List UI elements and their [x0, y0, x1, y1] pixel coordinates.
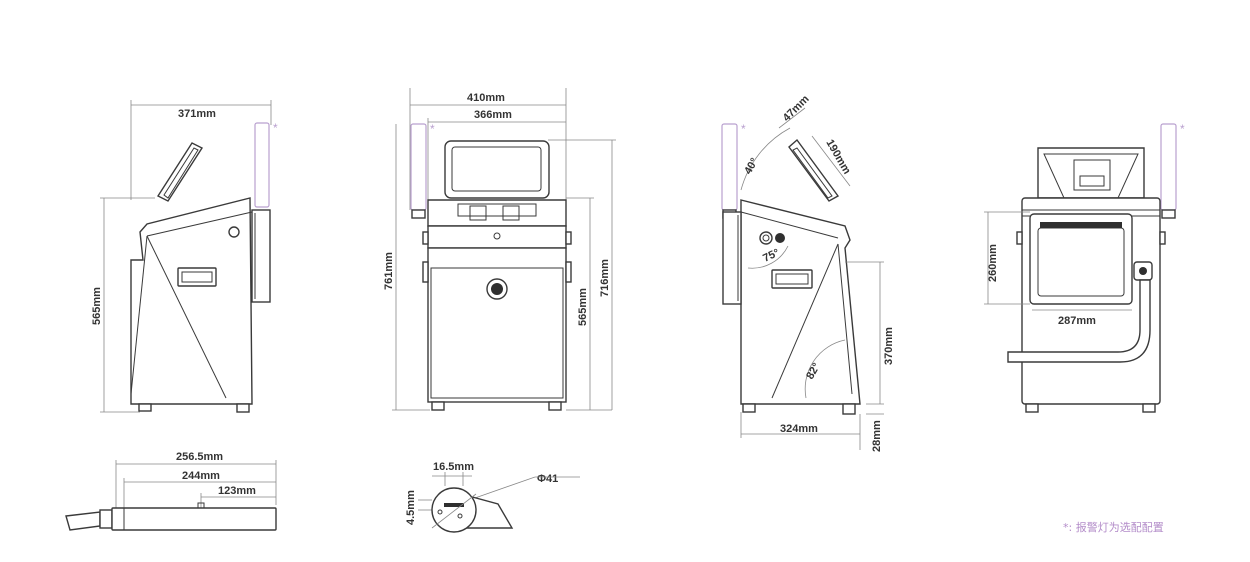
front-view: 410mm 366mm 761mm 565mm 716mm *: [383, 88, 616, 411]
panel-width-label: 287mm: [1058, 315, 1096, 327]
side-body: [130, 197, 253, 405]
printhead-total-length-label: 256.5mm: [176, 451, 223, 463]
side-height-label: 565mm: [91, 287, 103, 325]
angle-40-label: 40°: [742, 156, 761, 176]
front-overall-width-label: 410mm: [467, 92, 505, 104]
printhead-cable: [65, 511, 101, 531]
front-total-height-label: 761mm: [383, 252, 395, 290]
front-body-height-label: 565mm: [577, 288, 589, 326]
screen-depth-label: 47mm: [781, 93, 812, 124]
printhead-body-length-label: 244mm: [182, 470, 220, 482]
front-cabinet-width-label: 366mm: [474, 109, 512, 121]
alarm-lamp: [1160, 123, 1177, 211]
depth-label: 324mm: [780, 423, 818, 435]
side-knob: [228, 226, 240, 238]
rear-panel: [1029, 213, 1133, 305]
right-rear-panel: [722, 211, 742, 305]
rear-cable: [1007, 279, 1151, 363]
front-cabinet: [427, 247, 567, 403]
front-screen: [444, 140, 550, 199]
side-view: 371mm 565mm *: [91, 100, 278, 413]
side-handle: [177, 267, 217, 287]
front-716-label: 716mm: [599, 259, 611, 297]
panel-height-label: 260mm: [987, 244, 999, 282]
alarm-lamp: [721, 123, 738, 211]
nozzle-diameter-label: Φ41: [537, 473, 558, 485]
right-screen: [788, 138, 840, 202]
nozzle-face: [431, 487, 477, 533]
printhead-nozzle-length-label: 123mm: [218, 485, 256, 497]
rear-view: * 260mm 287mm: [984, 122, 1185, 413]
alarm-lamp: [254, 122, 270, 208]
side-rear-panel: [251, 209, 271, 303]
alarm-lamp: [410, 123, 427, 211]
printhead-body: [111, 507, 277, 531]
foot-height-label: 28mm: [871, 420, 883, 452]
lamp-marker: *: [273, 121, 278, 135]
right-view: * 40° 47mm 190mm 75°: [721, 93, 895, 452]
nozzle-offset-label: 4.5mm: [405, 490, 417, 525]
side-width-label: 371mm: [178, 108, 216, 120]
side-screen: [156, 142, 204, 202]
footnote: *: 报警灯为选配配置: [1063, 521, 1164, 534]
height-370-label: 370mm: [883, 327, 895, 365]
right-handle: [771, 269, 813, 289]
nozzle-face-view: 16.5mm Φ41 4.5mm: [405, 461, 580, 533]
printhead-view: 256.5mm 244mm 123mm: [65, 451, 277, 531]
nozzle-width-label: 16.5mm: [433, 461, 474, 473]
lamp-marker: *: [430, 122, 435, 136]
lamp-marker: *: [741, 122, 746, 136]
right-body: [740, 199, 861, 405]
lamp-marker: *: [1180, 122, 1185, 136]
